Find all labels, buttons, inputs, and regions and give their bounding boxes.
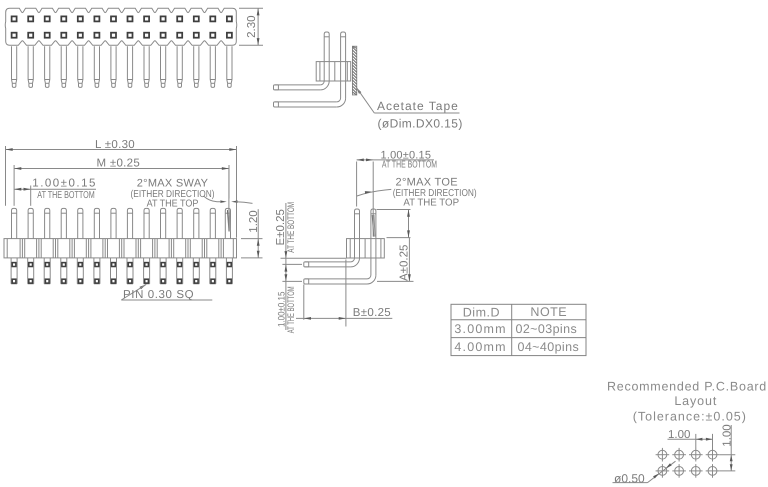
svg-text:1.00±0.15: 1.00±0.15	[277, 292, 288, 327]
svg-text:(EITHER DIRECTION): (EITHER DIRECTION)	[393, 188, 477, 199]
svg-text:PIN 0.30 SQ: PIN 0.30 SQ	[123, 289, 194, 301]
svg-text:04~40pins: 04~40pins	[517, 340, 579, 354]
svg-text:Dim.D: Dim.D	[463, 305, 500, 319]
svg-text:2.30: 2.30	[246, 16, 258, 38]
svg-text:A±0.25: A±0.25	[398, 245, 410, 281]
svg-text:(EITHER DIRECTION): (EITHER DIRECTION)	[131, 189, 215, 200]
svg-text:E±0.25: E±0.25	[275, 209, 287, 245]
svg-text:NOTE: NOTE	[530, 305, 567, 319]
svg-text:AT THE BOTTOM: AT THE BOTTOM	[286, 202, 297, 253]
svg-text:1.00: 1.00	[668, 429, 690, 441]
svg-text:(Tolerance:±0.05): (Tolerance:±0.05)	[633, 409, 747, 423]
svg-text:1.00: 1.00	[721, 424, 733, 446]
svg-text:AT THE BOTTOM: AT THE BOTTOM	[382, 159, 437, 170]
svg-text:ø0.50: ø0.50	[614, 471, 645, 485]
svg-text:2°MAX SWAY: 2°MAX SWAY	[137, 177, 209, 189]
svg-text:AT THE BOTTOM: AT THE BOTTOM	[286, 286, 297, 333]
svg-text:1.00±0.15: 1.00±0.15	[381, 150, 432, 162]
svg-text:Acetate Tape: Acetate Tape	[377, 99, 459, 113]
svg-text:M ±0.25: M ±0.25	[97, 158, 141, 170]
svg-text:(øDim.DX0.15): (øDim.DX0.15)	[378, 116, 463, 130]
svg-text:AT THE TOP: AT THE TOP	[403, 197, 459, 208]
svg-text:Recommended P.C.Board: Recommended P.C.Board	[607, 379, 767, 393]
svg-text:AT THE BOTTOM: AT THE BOTTOM	[37, 190, 94, 201]
svg-text:1.20: 1.20	[248, 210, 260, 232]
svg-text:AT THE TOP: AT THE TOP	[147, 198, 199, 209]
svg-text:B±0.25: B±0.25	[353, 307, 391, 319]
svg-text:Layout: Layout	[674, 394, 717, 408]
svg-text:2°MAX TOE: 2°MAX TOE	[396, 176, 458, 188]
svg-text:4.00mm: 4.00mm	[454, 340, 506, 354]
svg-text:02~03pins: 02~03pins	[515, 322, 577, 336]
svg-text:1.00±0.15: 1.00±0.15	[32, 177, 97, 189]
svg-text:3.00mm: 3.00mm	[454, 322, 506, 336]
svg-text:L ±0.30: L ±0.30	[95, 139, 135, 151]
